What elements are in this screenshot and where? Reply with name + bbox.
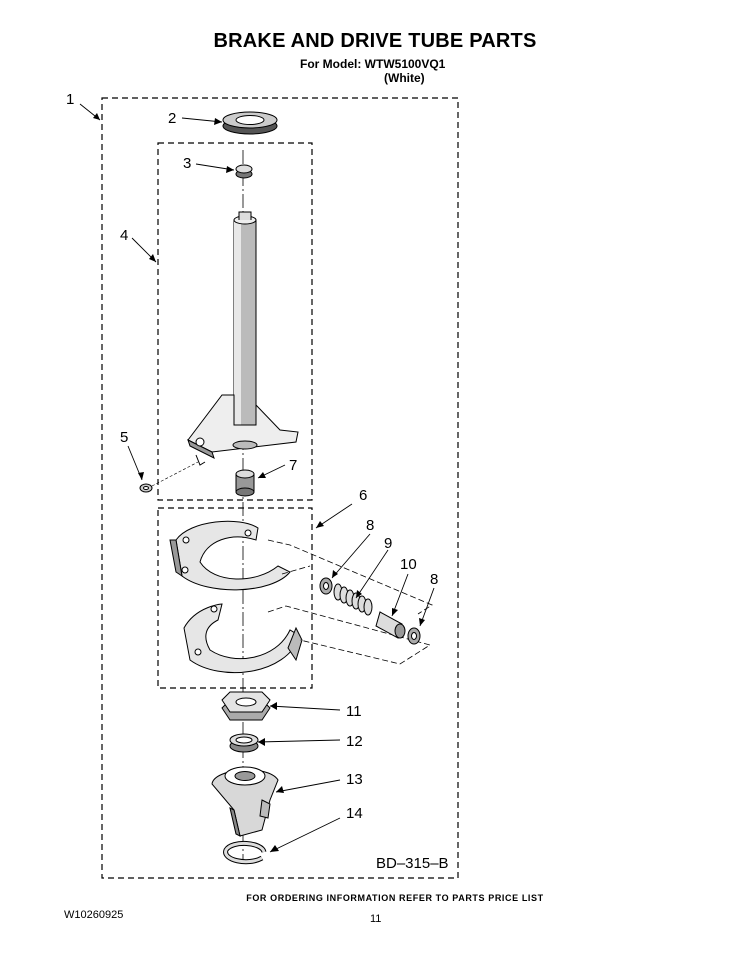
- diagram-code: BD–315–B: [376, 855, 449, 872]
- part-6-brake-shoe-lower: [183, 603, 303, 674]
- part-13-housing: [211, 766, 279, 837]
- part-4-drive-tube: [187, 211, 299, 466]
- part-11-flange: [221, 691, 271, 721]
- part-8-washer-right: [407, 627, 421, 645]
- page-title: BRAKE AND DRIVE TUBE PARTS: [213, 30, 537, 52]
- callout-5: 5: [120, 429, 128, 446]
- callout-12: 12: [346, 733, 363, 750]
- part-9-spring: [333, 583, 373, 616]
- part-2-bearing-seal: [222, 111, 278, 135]
- part-14-retaining-ring: [223, 841, 267, 865]
- callout-3: 3: [183, 155, 191, 172]
- part-10-pin: [375, 611, 406, 639]
- spring-guide-lines: [267, 539, 433, 665]
- page-number: 11: [370, 913, 382, 925]
- callout-8-right: 8: [430, 571, 438, 588]
- assembly-outline-4: [157, 142, 313, 501]
- color-line: (White): [384, 71, 425, 85]
- document-number: W10260925: [64, 909, 124, 921]
- callout-7: 7: [289, 457, 297, 474]
- callout-14: 14: [346, 805, 363, 822]
- leader-lines: [79, 103, 435, 853]
- callout-6: 6: [359, 487, 367, 504]
- callout-13: 13: [346, 771, 363, 788]
- part-3-ring: [235, 164, 253, 179]
- callout-10: 10: [400, 556, 417, 573]
- part-12-ring: [229, 733, 259, 753]
- callout-2: 2: [168, 110, 176, 127]
- part-6-brake-shoe-upper: [169, 520, 291, 591]
- callout-1: 1: [66, 91, 74, 108]
- callout-9: 9: [384, 535, 392, 552]
- ordering-note: FOR ORDERING INFORMATION REFER TO PARTS …: [246, 893, 544, 903]
- assembly-outline-6: [157, 507, 313, 689]
- part-8-washer-left: [319, 577, 333, 595]
- model-line: For Model: WTW5100VQ1: [300, 57, 446, 71]
- callout-8-left: 8: [366, 517, 374, 534]
- leader-arrowheads: [93, 113, 425, 852]
- part-5-nut: [139, 461, 199, 493]
- callout-11: 11: [346, 703, 362, 720]
- callout-4: 4: [120, 227, 128, 244]
- part-7-bushing: [235, 469, 255, 497]
- assembly-outline-1: [101, 97, 459, 879]
